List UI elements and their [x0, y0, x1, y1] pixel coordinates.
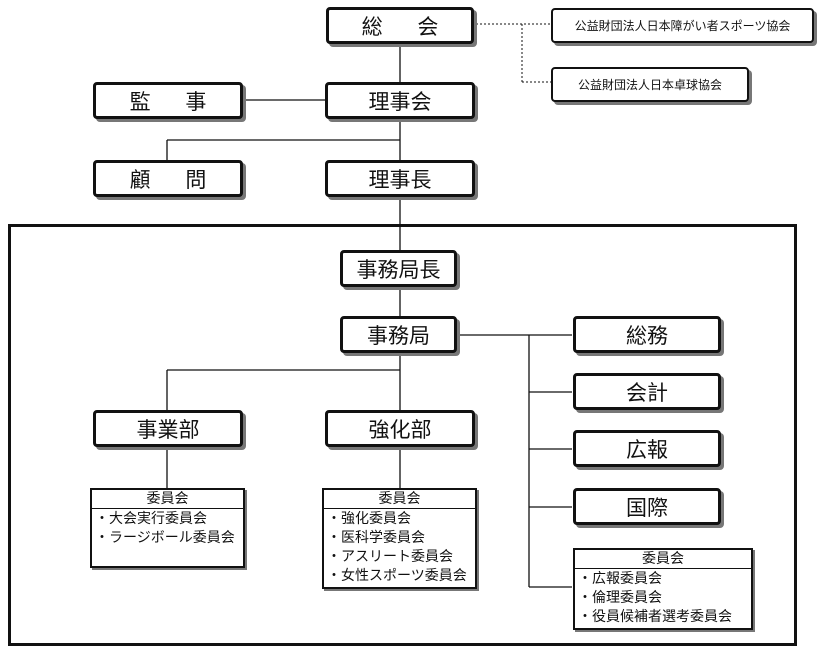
list-item: 役員候補者選考委員会 [578, 608, 751, 627]
strengthening-committee-list: 強化委員会 医科学委員会 アスリート委員会 女性スポーツ委員会 [324, 509, 475, 586]
list-item: アスリート委員会 [327, 548, 475, 567]
jtta-label: 公益財団法人日本卓球協会 [577, 78, 722, 92]
advisor-label: 顧 問 [129, 167, 221, 192]
business-committee-title: 委員会 [92, 490, 243, 509]
chairman-label: 理事長 [368, 167, 432, 192]
general-affairs-label: 総務 [626, 323, 668, 348]
jpsa-box: 公益財団法人日本障がい者スポーツ協会 [551, 8, 814, 43]
public-relations-label: 広報 [626, 437, 668, 462]
list-item: 強化委員会 [327, 510, 475, 529]
list-item: 広報委員会 [578, 570, 751, 589]
list-item: ラージボール委員会 [95, 529, 243, 548]
jtta-box: 公益財団法人日本卓球協会 [551, 67, 749, 102]
accounting-box: 会計 [573, 373, 721, 410]
auditor-box: 監 事 [93, 82, 243, 119]
secretariat-committee-title: 委員会 [575, 550, 751, 569]
list-item: 大会実行委員会 [95, 510, 243, 529]
advisor-box: 顧 問 [93, 160, 243, 197]
general-assembly-label: 総 会 [361, 14, 453, 39]
strengthening-dept-label: 強化部 [368, 417, 432, 442]
secretariat-committee-box: 委員会 広報委員会 倫理委員会 役員候補者選考委員会 [573, 548, 753, 630]
business-committee-box: 委員会 大会実行委員会 ラージボール委員会 [90, 488, 245, 568]
board-label: 理事会 [368, 89, 432, 114]
secretariat-label: 事務局 [367, 323, 430, 348]
accounting-label: 会計 [626, 380, 668, 405]
jpsa-label: 公益財団法人日本障がい者スポーツ協会 [574, 19, 791, 33]
chairman-box: 理事長 [325, 160, 475, 197]
list-item: 倫理委員会 [578, 589, 751, 608]
strengthening-committee-box: 委員会 強化委員会 医科学委員会 アスリート委員会 女性スポーツ委員会 [322, 488, 477, 589]
secretariat-frame [8, 224, 797, 646]
board-box: 理事会 [325, 82, 475, 119]
international-label: 国際 [626, 495, 668, 520]
general-affairs-box: 総務 [573, 316, 721, 353]
strengthening-committee-title: 委員会 [324, 490, 475, 509]
secretariat-box: 事務局 [340, 316, 457, 353]
business-dept-box: 事業部 [93, 410, 243, 447]
strengthening-dept-box: 強化部 [325, 410, 475, 447]
business-committee-list: 大会実行委員会 ラージボール委員会 [92, 509, 243, 548]
business-dept-label: 事業部 [136, 417, 200, 442]
public-relations-box: 広報 [573, 430, 721, 467]
secretary-general-label: 事務局長 [356, 257, 441, 282]
secretariat-committee-list: 広報委員会 倫理委員会 役員候補者選考委員会 [575, 569, 751, 627]
secretary-general-box: 事務局長 [340, 250, 457, 287]
general-assembly-box: 総 会 [326, 7, 474, 44]
list-item: 医科学委員会 [327, 529, 475, 548]
international-box: 国際 [573, 488, 721, 525]
list-item: 女性スポーツ委員会 [327, 567, 475, 586]
auditor-label: 監 事 [129, 89, 221, 114]
